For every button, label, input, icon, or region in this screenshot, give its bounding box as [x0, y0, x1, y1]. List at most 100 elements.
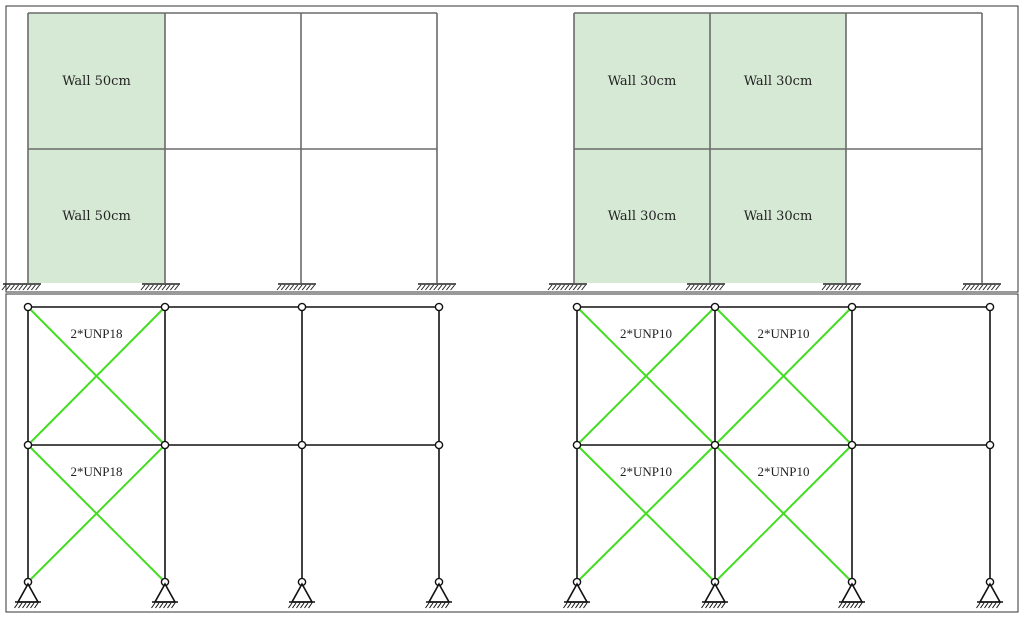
hatch-stroke — [702, 284, 708, 291]
hinge-node — [23, 440, 33, 450]
hatch-stroke — [445, 602, 450, 609]
hatch-stroke — [717, 602, 722, 609]
hatch-stroke — [446, 284, 451, 291]
hatch-stroke — [701, 602, 706, 609]
hatch-stroke — [157, 284, 163, 291]
hatch-stroke — [821, 284, 827, 291]
hatch-stroke — [159, 602, 164, 609]
hatch-stroke — [155, 602, 160, 609]
hatch-stroke — [429, 602, 434, 609]
hatch-stroke — [450, 284, 455, 291]
pin-support — [701, 582, 728, 609]
hatch-stroke — [698, 284, 703, 291]
hinge-node — [572, 440, 582, 450]
pin-support — [838, 582, 865, 609]
hatch-stroke — [293, 284, 299, 291]
pin-support-triangle — [427, 582, 451, 603]
hatch-stroke — [572, 284, 578, 291]
hatch-stroke — [163, 602, 168, 609]
hatch-stroke — [556, 284, 561, 291]
hinge-node — [985, 440, 995, 450]
hatch-stroke — [577, 284, 582, 291]
hatch-stroke — [433, 602, 438, 609]
x-brace-diagonal — [576, 306, 716, 446]
hatch-stroke — [140, 284, 146, 291]
pin-support-triangle — [703, 582, 727, 603]
hatch-stroke — [965, 284, 971, 291]
hinge-node — [297, 440, 307, 450]
brace-section-label: 2*UNP10 — [757, 464, 809, 479]
hatch-stroke — [560, 284, 565, 291]
hatch-stroke — [22, 284, 28, 291]
hinge-node — [160, 302, 170, 312]
hatch-stroke — [961, 284, 967, 291]
wall-label: Wall 30cm — [608, 209, 677, 224]
hatch-stroke — [583, 602, 588, 609]
hatch-stroke — [153, 284, 158, 291]
wall-infill — [710, 13, 846, 149]
pin-support-triangle — [840, 582, 864, 603]
hinge-node — [434, 440, 444, 450]
hatch-stroke — [838, 284, 844, 291]
hatch-stroke — [18, 602, 23, 609]
hatch-stroke — [825, 284, 831, 291]
bottom-panel-border — [5, 293, 1019, 613]
hatch-stroke — [974, 284, 979, 291]
hatch-stroke — [996, 602, 1001, 609]
ground-hatch — [821, 283, 861, 291]
pin-support — [563, 582, 590, 609]
hatch-stroke — [579, 602, 584, 609]
hinge-node — [23, 302, 33, 312]
hatch-stroke — [547, 284, 553, 291]
hatch-stroke — [304, 602, 309, 609]
hatch-stroke — [571, 602, 576, 609]
hatch-stroke — [170, 284, 175, 291]
pin-support — [151, 582, 178, 609]
pin-support-triangle — [16, 582, 40, 603]
hatch-stroke — [441, 602, 446, 609]
brace-section-label: 2*UNP10 — [757, 326, 809, 341]
hatch-stroke — [581, 284, 586, 291]
hatch-stroke — [842, 602, 847, 609]
hatch-stroke — [846, 284, 852, 291]
wall-infill — [574, 13, 710, 149]
hatch-stroke — [26, 602, 31, 609]
ground-hatch — [685, 283, 725, 291]
hinge-node — [985, 302, 995, 312]
brace-section-label: 2*UNP18 — [70, 464, 122, 479]
braced-frame-left: 2*UNP18 2*UNP18 — [14, 302, 452, 609]
hatch-stroke — [308, 602, 313, 609]
pin-support-triangle — [290, 582, 314, 603]
hatch-stroke — [715, 284, 720, 291]
pin-support — [14, 582, 41, 609]
hatch-stroke — [425, 602, 430, 609]
hinge-node — [847, 440, 857, 450]
hatch-stroke — [149, 284, 154, 291]
hatch-stroke — [705, 602, 710, 609]
hatch-stroke — [834, 284, 839, 291]
pin-support-triangle — [978, 582, 1002, 603]
hatch-stroke — [306, 284, 311, 291]
x-brace-diagonal — [714, 444, 853, 583]
hatch-stroke — [300, 602, 305, 609]
hatch-stroke — [5, 284, 11, 291]
ground-hatch — [961, 283, 1001, 291]
hatch-stroke — [709, 602, 714, 609]
hatch-stroke — [986, 284, 992, 291]
wall-label: Wall 50cm — [62, 74, 131, 89]
hatch-stroke — [288, 602, 293, 609]
hatch-stroke — [567, 602, 572, 609]
hatch-stroke — [437, 284, 443, 291]
hatch-stroke — [285, 284, 290, 291]
hatch-stroke — [710, 284, 716, 291]
hatch-stroke — [851, 284, 856, 291]
hatch-stroke — [575, 602, 580, 609]
hatch-stroke — [289, 284, 294, 291]
x-brace-diagonal — [27, 444, 166, 583]
brace-section-label: 2*UNP18 — [70, 326, 122, 341]
hatch-stroke — [842, 284, 848, 291]
